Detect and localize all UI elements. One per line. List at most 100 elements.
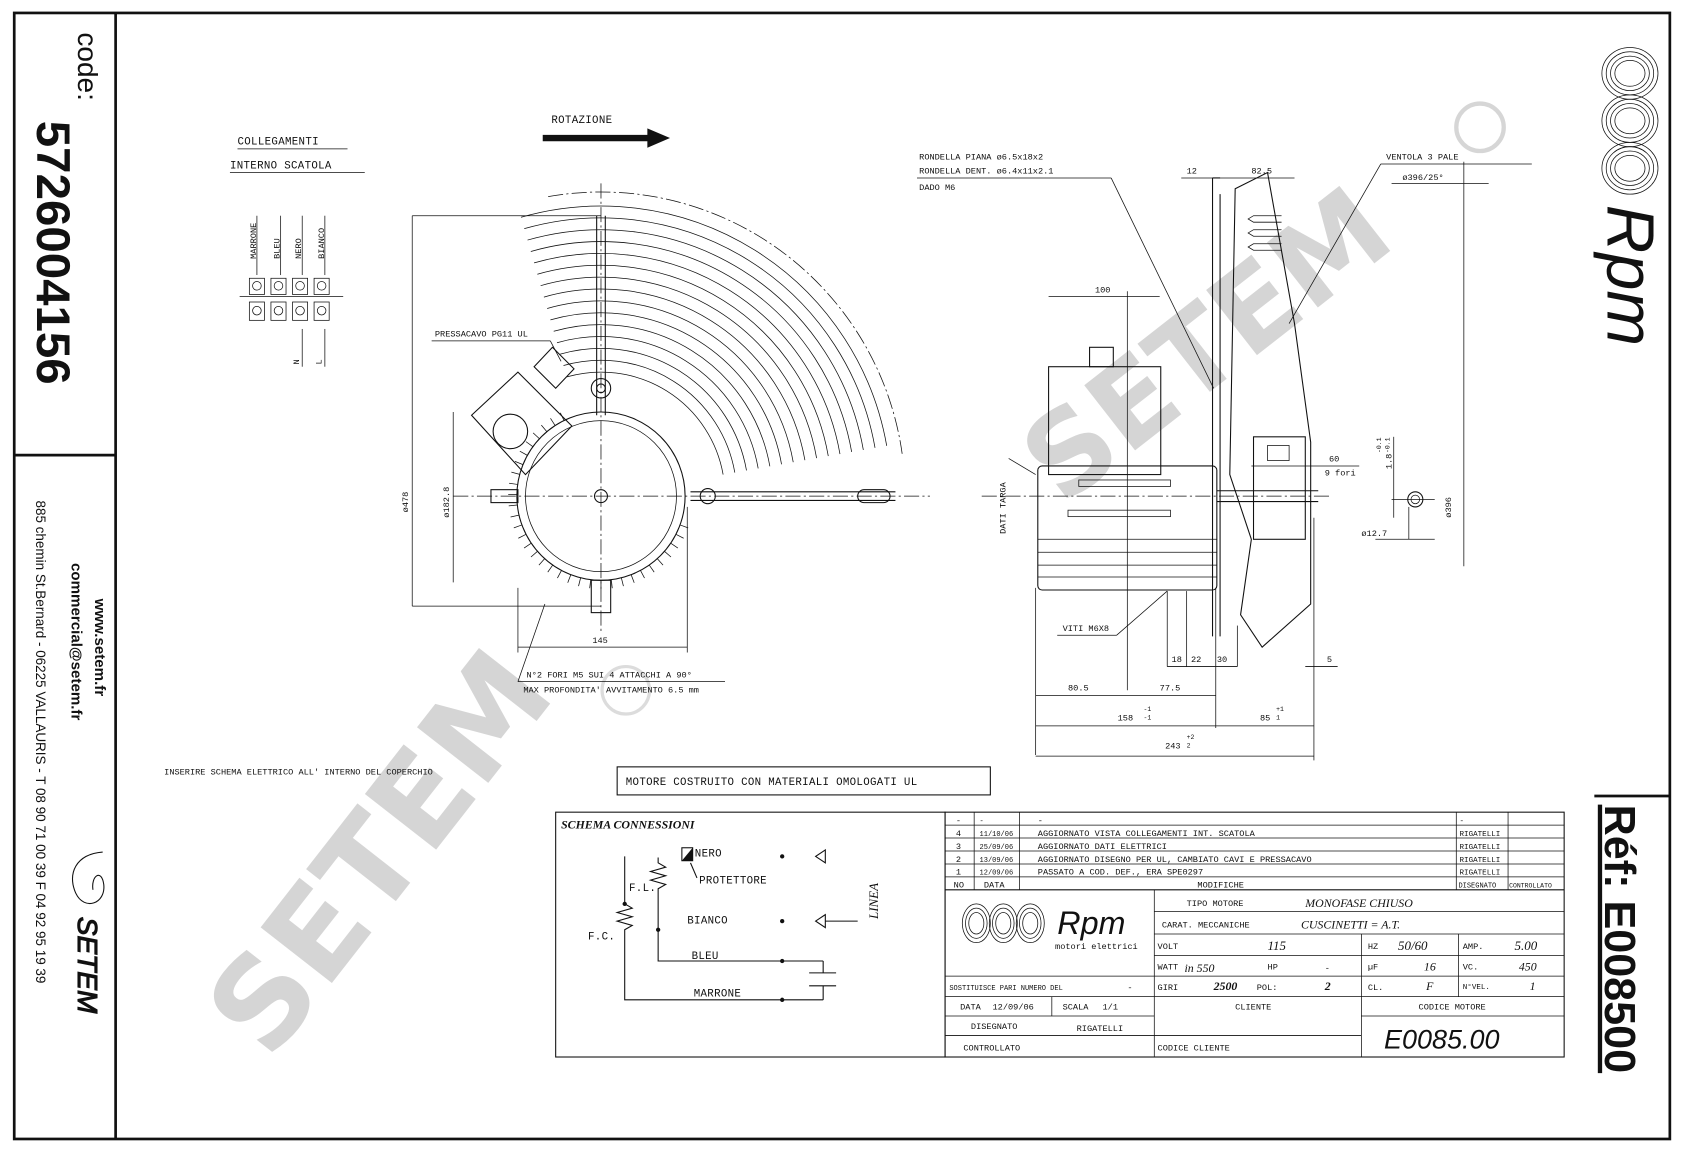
poles: 2 bbox=[1324, 979, 1331, 993]
revision-no: 3 bbox=[956, 842, 961, 852]
fan-guard-ring bbox=[527, 229, 864, 450]
connections-title-1: COLLEGAMENTI bbox=[237, 137, 318, 149]
motor-fin bbox=[559, 412, 565, 421]
mech-label: CARAT. MECCANICHE bbox=[1162, 921, 1250, 931]
washer-tooth-label: RONDELLA DENT. ø6.4x11x2.1 bbox=[919, 167, 1053, 177]
dim-80-5: 80.5 bbox=[1068, 683, 1089, 693]
fan-diameter: ø396 bbox=[1444, 497, 1454, 518]
motor-fin bbox=[547, 564, 554, 573]
fan-guard-ring bbox=[524, 217, 876, 448]
hz: 50/60 bbox=[1398, 938, 1428, 953]
motor-fin bbox=[519, 450, 528, 456]
wire-label: BIANCO bbox=[317, 228, 327, 259]
reference-number: Réf: E008500 bbox=[1595, 805, 1643, 1074]
fan-label: VENTOLA 3 PALE bbox=[1386, 153, 1458, 163]
fan-guard-ring bbox=[520, 205, 888, 446]
shaft-tol-upper: -0.1 bbox=[1376, 437, 1383, 453]
side-view: RONDELLA PIANA ø6.5x18x2 RONDELLA DENT. … bbox=[917, 153, 1532, 761]
header-drawn: DISEGNATO bbox=[1458, 883, 1496, 891]
motor-fin bbox=[648, 564, 655, 573]
revision-no: - bbox=[956, 816, 961, 826]
date-label: DATA bbox=[960, 1003, 981, 1013]
watermark-copyright-icon bbox=[1454, 101, 1506, 154]
dim-12: 12 bbox=[1187, 167, 1197, 177]
motor-fin bbox=[509, 482, 518, 485]
address: 885 chemin St.Bernard - 06225 VALLAURIS … bbox=[33, 500, 48, 983]
revision-drawn: - bbox=[1460, 818, 1465, 826]
fan-sweep-line bbox=[548, 191, 903, 454]
amp-label: AMP. bbox=[1463, 942, 1484, 952]
rotation-label: ROTAZIONE bbox=[551, 115, 612, 127]
dim-243-tol-lower: 2 bbox=[1187, 742, 1191, 749]
revision-change: AGGIORNATO DATI ELETTRICI bbox=[1038, 842, 1167, 852]
dim-diameter-182: ø182.8 bbox=[442, 487, 452, 518]
motor-fin bbox=[510, 514, 520, 518]
dim-diameter-478: ø478 bbox=[401, 492, 411, 513]
motor-fin bbox=[511, 471, 520, 475]
revision-drawn: RIGATELLI bbox=[1460, 831, 1501, 839]
revision-date: 25/09/06 bbox=[980, 844, 1014, 852]
amp: 5.00 bbox=[1515, 938, 1538, 953]
ul-note-box bbox=[616, 766, 991, 796]
motor-fin bbox=[675, 534, 684, 539]
dim-243: 243 bbox=[1165, 742, 1180, 752]
rpm-coil-logo: Rpm bbox=[1592, 47, 1667, 346]
fan-guard-ring bbox=[543, 288, 806, 461]
hp-label: HP bbox=[1268, 963, 1278, 973]
scale: 1/1 bbox=[1103, 1003, 1119, 1013]
left-panel: code: 5726004156 www.setem.fr commercial… bbox=[26, 32, 108, 1014]
wire-label: NERO bbox=[294, 238, 304, 259]
rpm-logo-text: Rpm bbox=[1592, 205, 1667, 346]
vc: 450 bbox=[1519, 960, 1537, 974]
fan-guard-ring bbox=[553, 324, 771, 467]
nameplate-label: DATI TARGA bbox=[998, 481, 1008, 533]
wire-bianco: BIANCO bbox=[687, 915, 728, 927]
rpm-label: GIRI bbox=[1158, 983, 1179, 993]
fan-guard-ring bbox=[547, 300, 794, 463]
motor-fin bbox=[532, 432, 540, 440]
schema-title: SCHEMA CONNESSIONI bbox=[561, 817, 695, 831]
rpm-coil-logo bbox=[961, 903, 1045, 944]
checked-label: CONTROLLATO bbox=[963, 1044, 1020, 1054]
revision-no: 2 bbox=[956, 855, 961, 865]
motor-fin bbox=[578, 577, 581, 587]
scale-label: SCALA bbox=[1063, 1003, 1090, 1013]
motor-fin bbox=[530, 551, 538, 558]
drawn-label: DISEGNATO bbox=[971, 1022, 1018, 1032]
motor-fin bbox=[670, 542, 679, 549]
motor-fin bbox=[513, 524, 523, 529]
airflow-arrows-icon bbox=[1247, 215, 1282, 251]
dim-77-5: 77.5 bbox=[1160, 683, 1181, 693]
dim-243-tol-upper: +2 bbox=[1187, 734, 1195, 741]
dim-85: 85 bbox=[1260, 713, 1270, 723]
uf-label: µF bbox=[1368, 963, 1378, 973]
motor-fin bbox=[525, 441, 534, 448]
motor-code-label: CODICE MOTORE bbox=[1419, 1003, 1486, 1013]
motor-fin bbox=[656, 558, 664, 566]
revision-date: 11/10/06 bbox=[980, 831, 1014, 839]
motor-fin bbox=[640, 570, 645, 579]
dim-60: 60 bbox=[1329, 455, 1339, 465]
motor-fin bbox=[589, 579, 592, 589]
dim-60-sub: 9 fori bbox=[1325, 469, 1356, 479]
washer-flat-label: RONDELLA PIANA ø6.5x18x2 bbox=[919, 153, 1043, 163]
mounting-note-1: N°2 FORI M5 SUI 4 ATTACCHI A 90° bbox=[527, 670, 692, 680]
speeds: 1 bbox=[1530, 979, 1536, 993]
shaft-tol-lower: -0.1 bbox=[1384, 437, 1391, 453]
rpm: 2500 bbox=[1213, 979, 1238, 993]
replaces-label: SOSTITUISCE PARI NUMERO DEL bbox=[949, 985, 1062, 993]
connection-schematic: SCHEMA CONNESSIONI NERO PROTETTORE BIANC… bbox=[555, 811, 946, 1058]
wire-nero: NERO bbox=[695, 848, 722, 860]
email: commercial@setem.fr bbox=[67, 563, 84, 720]
motor-fin bbox=[518, 534, 527, 539]
dim-18: 18 bbox=[1172, 655, 1182, 665]
fan-guard-ring bbox=[560, 348, 747, 471]
revision-drawn: RIGATELLI bbox=[1460, 857, 1501, 865]
neutral-label: N bbox=[292, 359, 302, 364]
protector-label: PROTETTORE bbox=[699, 875, 767, 887]
revision-no: 1 bbox=[956, 868, 961, 878]
header-checked: CONTROLLATO bbox=[1509, 883, 1552, 890]
watermark-copyright-icon bbox=[600, 664, 652, 716]
sheet-frame bbox=[12, 11, 1672, 1141]
